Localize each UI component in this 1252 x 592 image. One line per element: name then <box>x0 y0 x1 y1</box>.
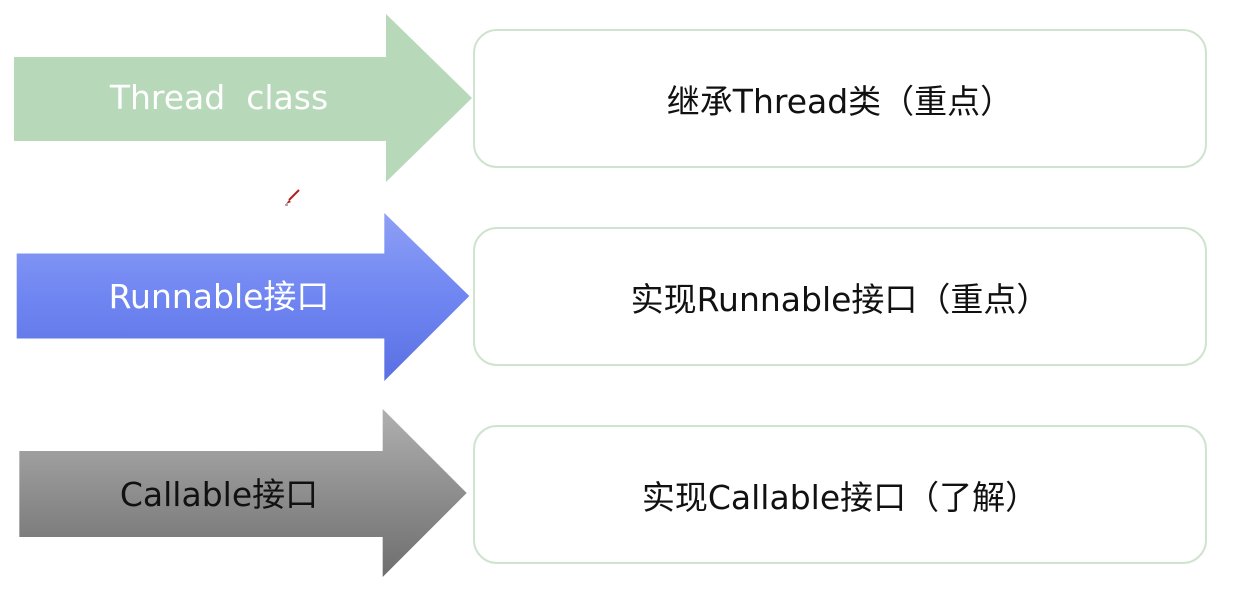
box-callable: 实现Callable接口（了解） <box>473 425 1207 564</box>
arrow-callable: Callable接口 <box>14 409 472 577</box>
box-label-thread-class: 继承Thread类（重点） <box>666 81 1014 121</box>
arrow-shape-callable <box>19 409 467 577</box>
box-label-callable: 实现Callable接口（了解） <box>641 477 1039 517</box>
arrow-label-runnable: Runnable接口 <box>108 277 330 316</box>
arrow-thread-class: Thread class <box>14 14 472 182</box>
box-runnable: 实现Runnable接口（重点） <box>473 227 1207 366</box>
arrow-runnable: Runnable接口 <box>14 213 472 381</box>
arrow-shape-thread-class <box>14 14 472 182</box>
box-thread-class: 继承Thread类（重点） <box>473 29 1207 168</box>
box-label-runnable: 实现Runnable接口（重点） <box>630 279 1050 319</box>
arrow-shape-runnable <box>16 213 470 381</box>
arrow-label-callable: Callable接口 <box>119 475 319 514</box>
arrow-label-thread-class: Thread class <box>109 78 329 117</box>
pen-cursor-icon <box>283 187 303 207</box>
